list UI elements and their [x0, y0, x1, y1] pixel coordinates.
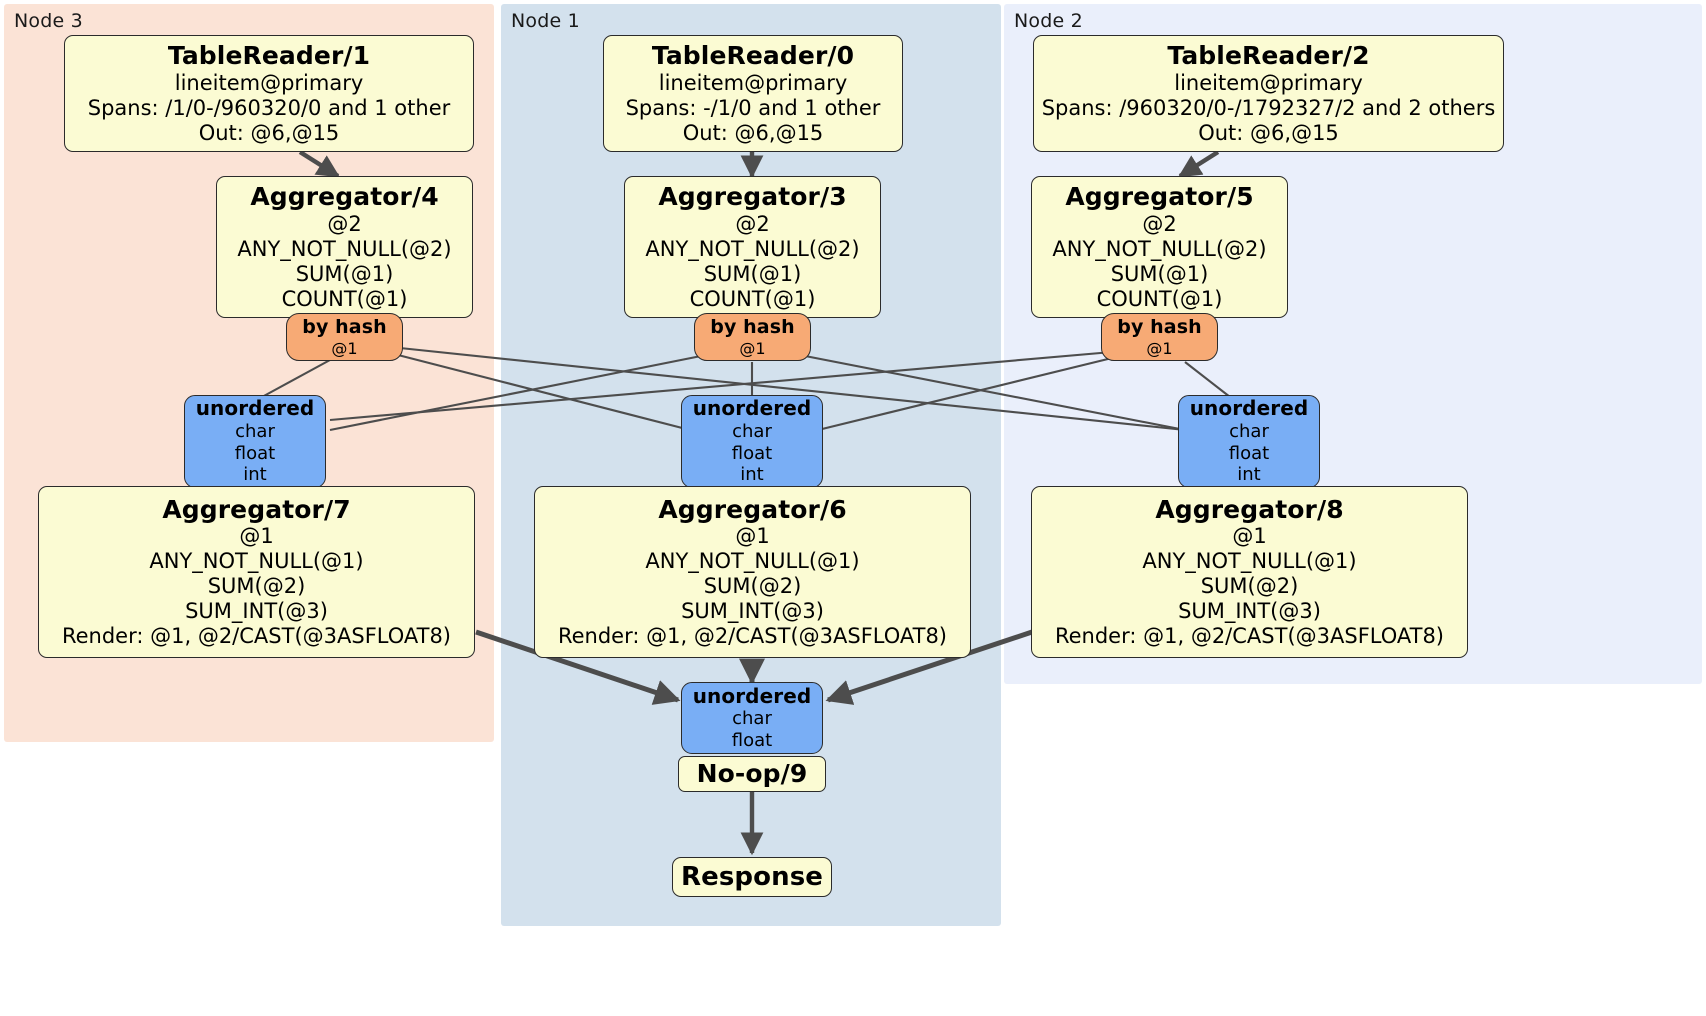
output-router-by-hash-mid[interactable]: by hash @1 — [694, 313, 811, 361]
node-title: No-op/9 — [696, 759, 808, 789]
node-line: COUNT(@1) — [281, 286, 408, 311]
node-title: by hash — [710, 316, 795, 339]
node-line: float — [731, 729, 773, 751]
node-line: Out: @6,@15 — [682, 120, 824, 145]
node-line: @1 — [1232, 524, 1267, 549]
node-line: SUM_INT(@3) — [1178, 599, 1321, 624]
node-line: float — [1228, 442, 1270, 464]
node-line: float — [234, 442, 276, 464]
node-line: ANY_NOT_NULL(@1) — [1142, 549, 1357, 574]
node-line: ANY_NOT_NULL(@2) — [1052, 236, 1267, 261]
node-line: lineitem@primary — [1174, 70, 1363, 95]
node-line: Spans: /1/0-/960320/0 and 1 other — [87, 95, 451, 120]
node-line: SUM(@1) — [295, 261, 394, 286]
node-line: SUM(@1) — [1110, 261, 1209, 286]
node-title: Response — [680, 861, 824, 892]
node-line: Spans: /960320/0-/1792327/2 and 2 others — [1041, 95, 1496, 120]
panel-node-3-label: Node 3 — [14, 10, 83, 32]
node-title: Aggregator/3 — [658, 182, 847, 212]
node-title: Aggregator/6 — [658, 494, 847, 524]
node-title: unordered — [1189, 396, 1309, 421]
input-sync-unordered-mid[interactable]: unordered char float int — [681, 395, 823, 488]
node-line: float — [731, 442, 773, 464]
node-line: lineitem@primary — [658, 70, 848, 95]
node-title: Aggregator/7 — [162, 494, 351, 524]
node-line: @2 — [327, 211, 362, 236]
node-line: char — [1229, 421, 1269, 443]
node-line: @1 — [331, 338, 358, 358]
processor-aggregator-4[interactable]: Aggregator/4 @2 ANY_NOT_NULL(@2) SUM(@1)… — [216, 176, 473, 318]
node-line: Spans: -/1/0 and 1 other — [625, 95, 881, 120]
processor-aggregator-6[interactable]: Aggregator/6 @1 ANY_NOT_NULL(@1) SUM(@2)… — [534, 486, 971, 658]
node-title: TableReader/1 — [167, 41, 371, 71]
node-line: Render: @1, @2/CAST(@3ASFLOAT8) — [1054, 624, 1445, 649]
processor-aggregator-8[interactable]: Aggregator/8 @1 ANY_NOT_NULL(@1) SUM(@2)… — [1031, 486, 1468, 658]
input-sync-unordered-right[interactable]: unordered char float int — [1178, 395, 1320, 488]
panel-node-1-label: Node 1 — [511, 10, 580, 32]
response-node[interactable]: Response — [672, 857, 832, 897]
node-line: @2 — [1142, 211, 1177, 236]
node-line: int — [1237, 464, 1261, 486]
node-line: SUM_INT(@3) — [681, 599, 824, 624]
node-title: unordered — [195, 396, 315, 421]
panel-node-2-label: Node 2 — [1014, 10, 1083, 32]
node-line: @1 — [739, 338, 766, 358]
node-line: ANY_NOT_NULL(@2) — [237, 236, 452, 261]
node-line: @2 — [735, 211, 770, 236]
processor-tablereader-0[interactable]: TableReader/0 lineitem@primary Spans: -/… — [603, 35, 903, 152]
node-line: SUM(@2) — [207, 574, 306, 599]
node-title: unordered — [692, 683, 812, 708]
node-line: lineitem@primary — [174, 70, 364, 95]
processor-aggregator-3[interactable]: Aggregator/3 @2 ANY_NOT_NULL(@2) SUM(@1)… — [624, 176, 881, 318]
node-line: SUM_INT(@3) — [185, 599, 328, 624]
node-line: char — [732, 421, 772, 443]
processor-aggregator-7[interactable]: Aggregator/7 @1 ANY_NOT_NULL(@1) SUM(@2)… — [38, 486, 475, 658]
node-title: Aggregator/5 — [1065, 182, 1254, 212]
node-title: Aggregator/4 — [250, 182, 439, 212]
processor-noop-9[interactable]: No-op/9 — [678, 756, 826, 792]
output-router-by-hash-left[interactable]: by hash @1 — [286, 313, 403, 361]
node-title: TableReader/2 — [1167, 41, 1370, 71]
node-line: Render: @1, @2/CAST(@3ASFLOAT8) — [557, 624, 948, 649]
processor-tablereader-1[interactable]: TableReader/1 lineitem@primary Spans: /1… — [64, 35, 474, 152]
input-sync-unordered-left[interactable]: unordered char float int — [184, 395, 326, 488]
node-line: COUNT(@1) — [689, 286, 816, 311]
input-sync-unordered-final[interactable]: unordered char float — [681, 682, 823, 754]
node-line: @1 — [1146, 338, 1173, 358]
node-title: Aggregator/8 — [1155, 494, 1344, 524]
node-line: ANY_NOT_NULL(@1) — [645, 549, 860, 574]
node-title: TableReader/0 — [651, 41, 855, 71]
node-line: SUM(@2) — [1200, 574, 1299, 599]
node-line: char — [732, 708, 772, 730]
node-line: COUNT(@1) — [1096, 286, 1223, 311]
output-router-by-hash-right[interactable]: by hash @1 — [1101, 313, 1218, 361]
node-line: ANY_NOT_NULL(@2) — [645, 236, 860, 261]
node-line: Out: @6,@15 — [198, 120, 340, 145]
processor-aggregator-5[interactable]: Aggregator/5 @2 ANY_NOT_NULL(@2) SUM(@1)… — [1031, 176, 1288, 318]
node-line: int — [740, 464, 764, 486]
node-line: SUM(@2) — [703, 574, 802, 599]
node-title: by hash — [1117, 316, 1202, 339]
node-line: SUM(@1) — [703, 261, 802, 286]
node-line: char — [235, 421, 275, 443]
node-line: ANY_NOT_NULL(@1) — [149, 549, 364, 574]
node-line: int — [243, 464, 267, 486]
node-line: Render: @1, @2/CAST(@3ASFLOAT8) — [61, 624, 452, 649]
node-line: @1 — [239, 524, 274, 549]
node-line: @1 — [735, 524, 770, 549]
node-title: unordered — [692, 396, 812, 421]
node-line: Out: @6,@15 — [1198, 120, 1339, 145]
node-title: by hash — [302, 316, 387, 339]
processor-tablereader-2[interactable]: TableReader/2 lineitem@primary Spans: /9… — [1033, 35, 1504, 152]
